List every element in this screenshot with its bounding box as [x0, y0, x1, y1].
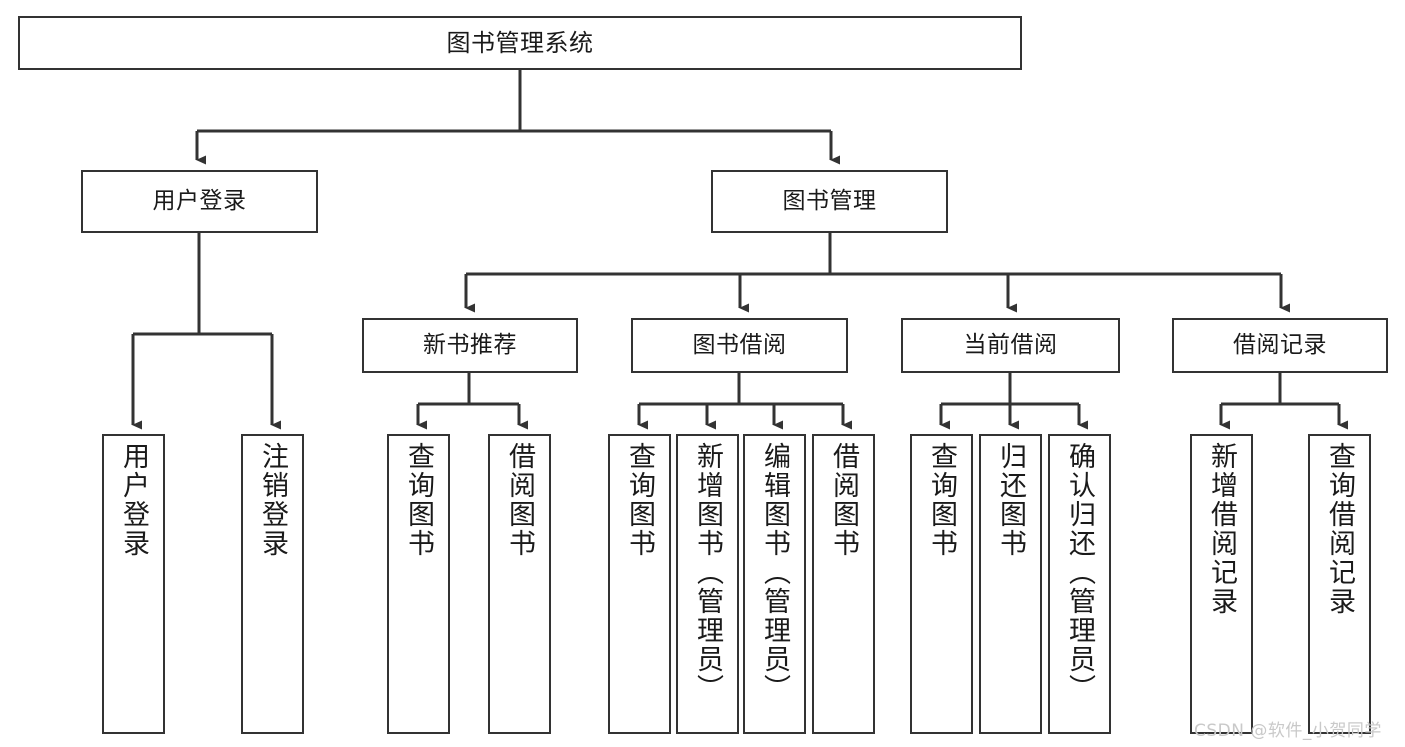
leaf-user-login[interactable]: 用户登录 [102, 434, 165, 734]
leaf-borrow-book-1-label: 借阅图书 [504, 442, 535, 558]
leaf-query-book-3-label: 查询图书 [926, 442, 957, 558]
leaf-confirm-return[interactable]: 确认归还（管理员） [1048, 434, 1111, 734]
leaf-add-record-label: 新增借阅记录 [1206, 442, 1237, 616]
leaf-edit-book[interactable]: 编辑图书（管理员） [743, 434, 806, 734]
leaf-add-book-label: 新增图书（管理员） [692, 442, 723, 703]
node-book-borrow-label: 图书借阅 [692, 331, 787, 358]
leaf-return-book[interactable]: 归还图书 [979, 434, 1042, 734]
leaf-query-book-3[interactable]: 查询图书 [910, 434, 973, 734]
leaf-borrow-book-2[interactable]: 借阅图书 [812, 434, 875, 734]
leaf-return-book-label: 归还图书 [995, 442, 1026, 558]
leaf-borrow-book-1[interactable]: 借阅图书 [488, 434, 551, 734]
csdn-watermark: CSDN @软件_小贺同学 [1194, 721, 1382, 741]
leaf-query-book-2-label: 查询图书 [624, 442, 655, 558]
leaf-query-book-2[interactable]: 查询图书 [608, 434, 671, 734]
leaf-logout[interactable]: 注销登录 [241, 434, 304, 734]
node-new-book-recommend-label: 新书推荐 [423, 331, 517, 358]
leaf-add-record[interactable]: 新增借阅记录 [1190, 434, 1253, 734]
node-book-borrow[interactable]: 图书借阅 [631, 318, 848, 373]
node-book-manage-label: 图书管理 [782, 187, 877, 214]
node-current-borrow-label: 当前借阅 [963, 331, 1058, 358]
leaf-query-book-1-label: 查询图书 [403, 442, 434, 558]
node-book-manage[interactable]: 图书管理 [711, 170, 948, 233]
leaf-logout-label: 注销登录 [257, 442, 288, 558]
leaf-add-book[interactable]: 新增图书（管理员） [676, 434, 739, 734]
leaf-query-book-1[interactable]: 查询图书 [387, 434, 450, 734]
node-current-borrow[interactable]: 当前借阅 [901, 318, 1120, 373]
node-borrow-record[interactable]: 借阅记录 [1172, 318, 1388, 373]
leaf-confirm-return-label: 确认归还（管理员） [1064, 442, 1095, 703]
leaf-query-record[interactable]: 查询借阅记录 [1308, 434, 1371, 734]
node-root-label: 图书管理系统 [446, 28, 594, 57]
leaf-edit-book-label: 编辑图书（管理员） [759, 442, 790, 703]
node-user-login[interactable]: 用户登录 [81, 170, 318, 233]
leaf-borrow-book-2-label: 借阅图书 [828, 442, 859, 558]
leaf-user-login-label: 用户登录 [118, 442, 149, 558]
node-user-login-label: 用户登录 [152, 187, 247, 214]
leaf-query-record-label: 查询借阅记录 [1324, 442, 1355, 616]
node-root[interactable]: 图书管理系统 [18, 16, 1022, 70]
node-new-book-recommend[interactable]: 新书推荐 [362, 318, 578, 373]
node-borrow-record-label: 借阅记录 [1233, 331, 1327, 358]
